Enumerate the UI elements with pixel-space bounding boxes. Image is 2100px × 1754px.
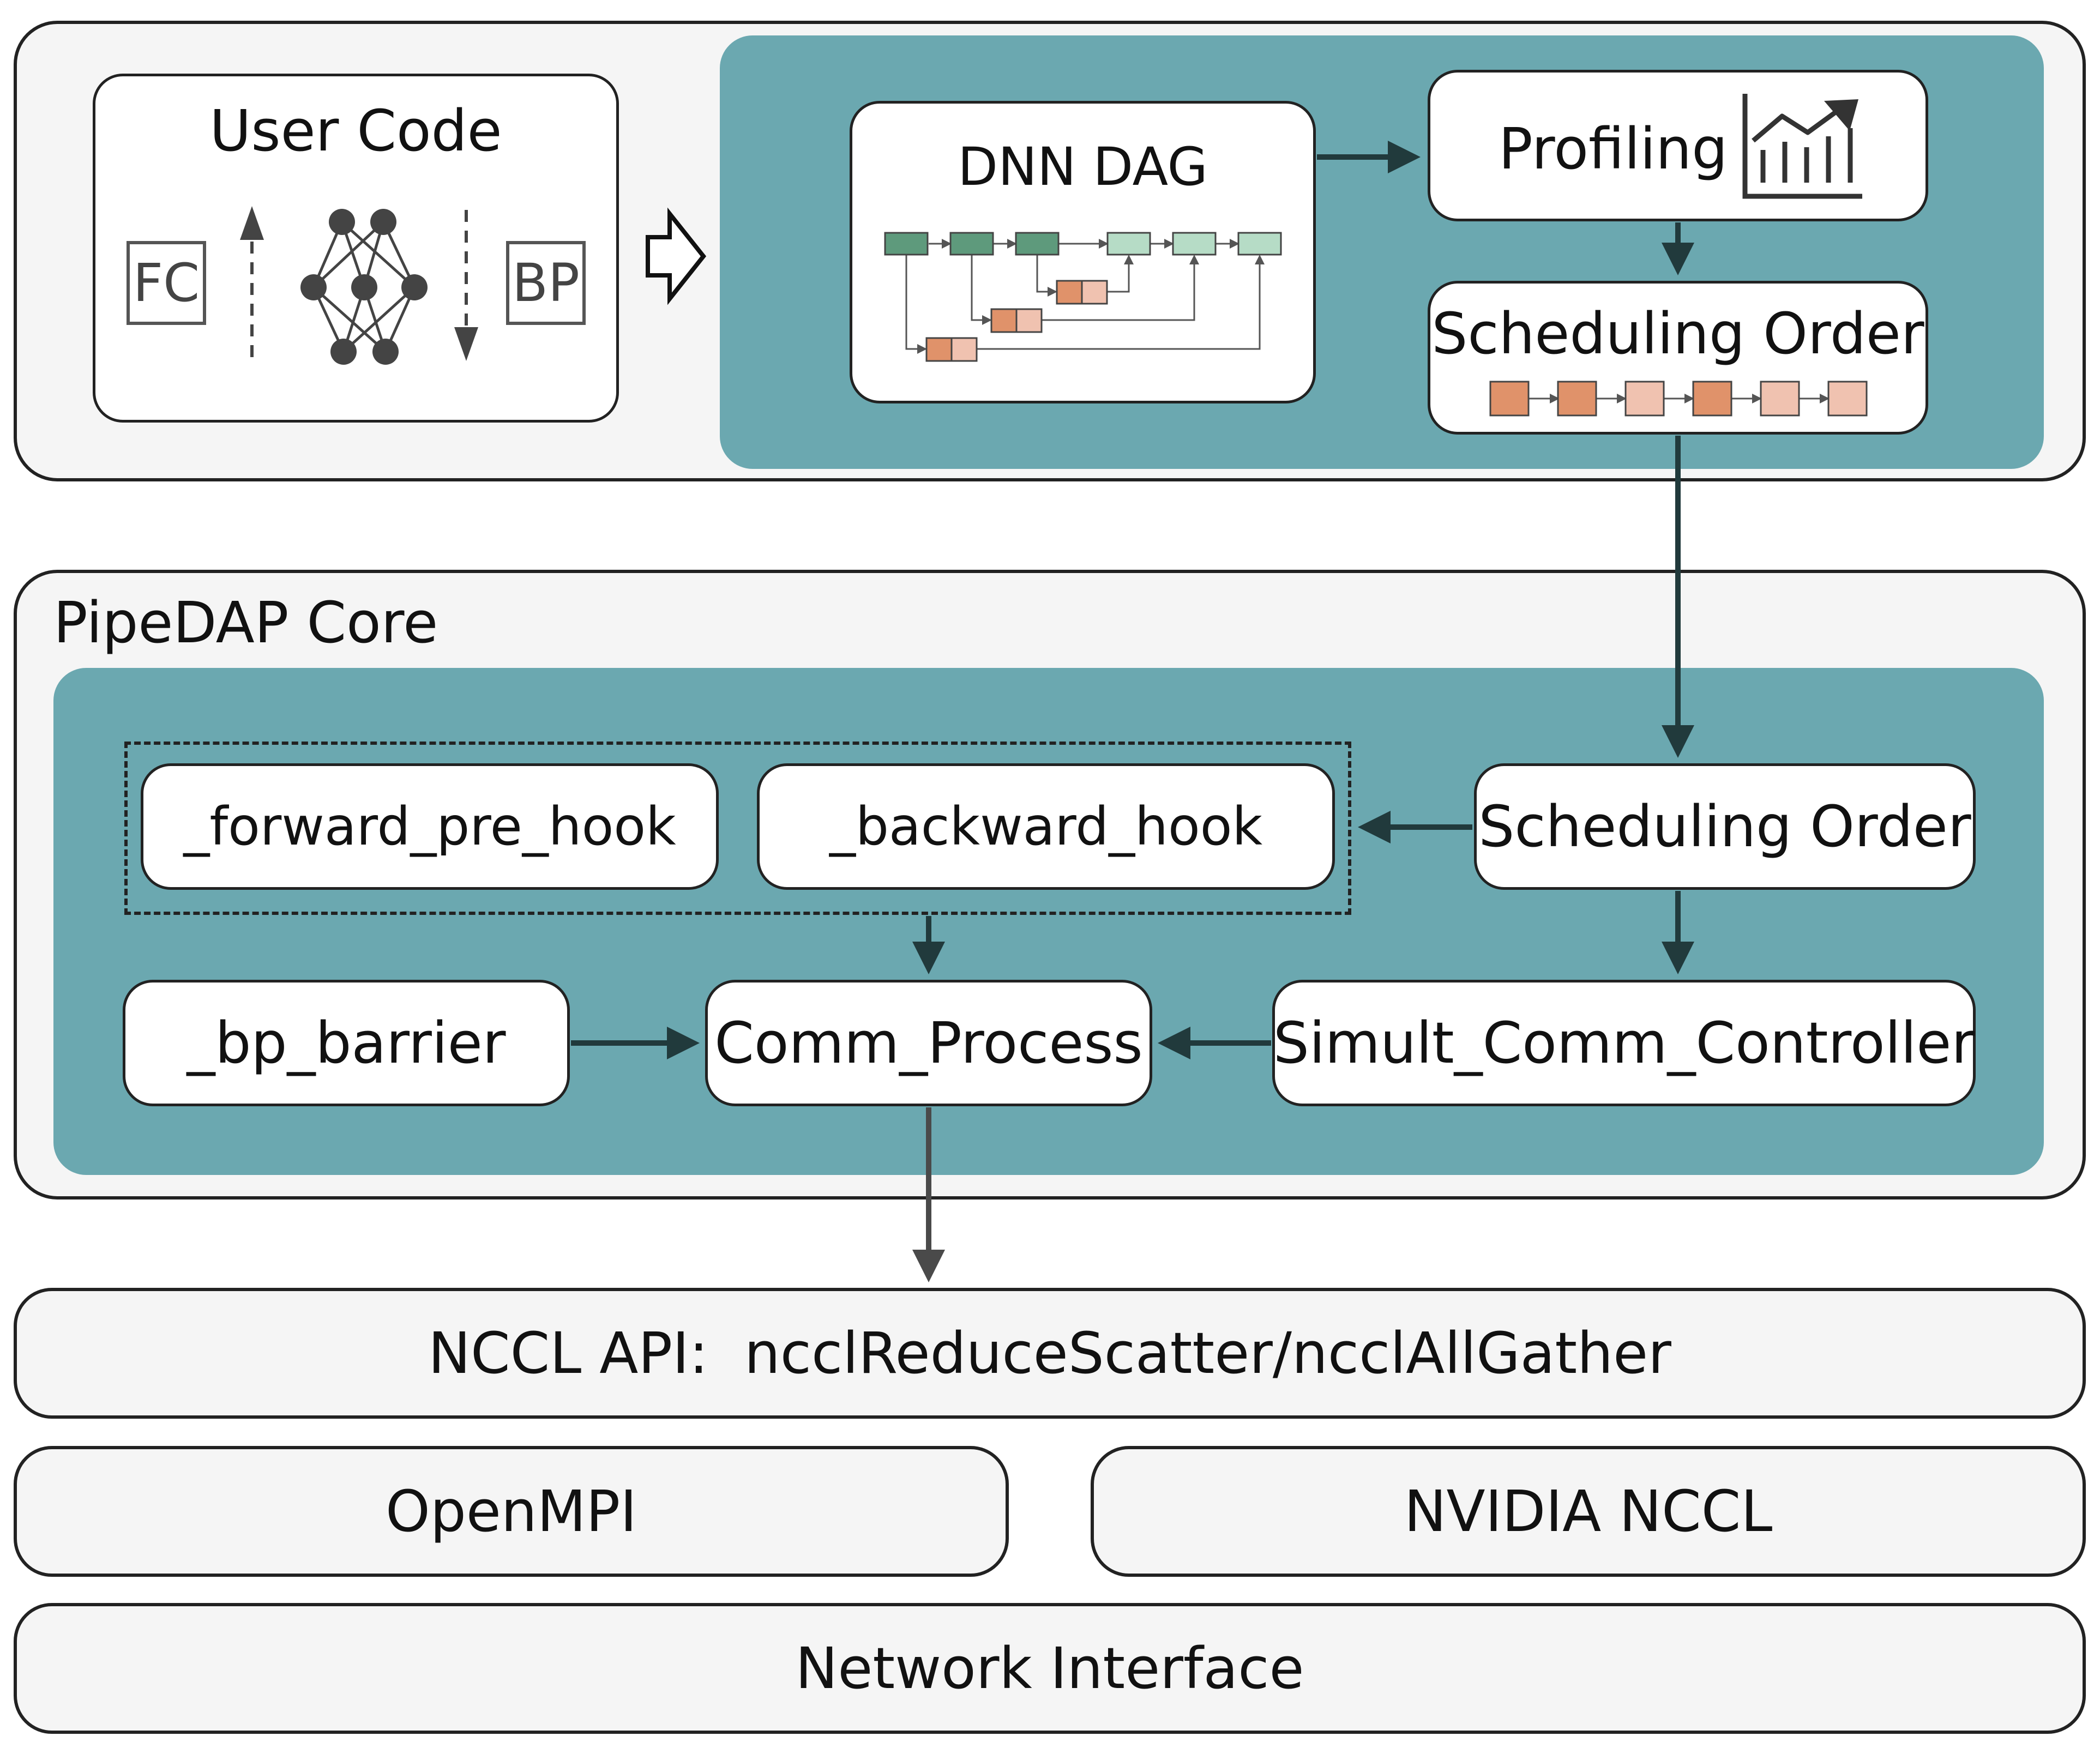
scheduling-sequence <box>1489 381 1868 417</box>
dag-node <box>949 232 994 256</box>
hooks-group <box>124 742 1351 915</box>
network-interface-label: Network Interface <box>795 1635 1304 1702</box>
dag-node <box>990 308 1018 333</box>
dag-node <box>1106 232 1151 256</box>
openmpi-label: OpenMPI <box>386 1478 637 1545</box>
dag-node <box>925 337 953 362</box>
bp-barrier-box: _bp_barrier <box>123 980 570 1106</box>
dag-node <box>1056 280 1083 305</box>
dag-graph <box>884 232 1282 362</box>
profiling-title: Profiling <box>1499 116 1728 182</box>
nccl-api-label: NCCL API: ncclReduceScatter/ncclAllGathe… <box>428 1320 1671 1387</box>
top-scheduling-order-title: Scheduling Order <box>1431 300 1924 367</box>
sequence-item <box>1760 381 1800 417</box>
openmpi-layer: OpenMPI <box>14 1446 1009 1577</box>
backward-hook-box: _backward_hook <box>757 763 1335 890</box>
core-title: PipeDAP Core <box>53 589 438 656</box>
bp-barrier-label: _bp_barrier <box>186 1010 506 1076</box>
comm-process-label: Comm_Process <box>714 1010 1143 1076</box>
sequence-item <box>1557 381 1597 417</box>
nccl-api-layer: NCCL API: ncclReduceScatter/ncclAllGathe… <box>14 1288 2086 1419</box>
dag-node <box>950 337 978 362</box>
forward-dashed-arrow <box>240 206 264 357</box>
dag-node <box>884 232 929 256</box>
user-code-title: User Code <box>209 98 502 164</box>
dag-node <box>1015 232 1060 256</box>
core-scheduling-order-box: Scheduling Order <box>1474 763 1976 890</box>
nvidia-nccl-layer: NVIDIA NCCL <box>1091 1446 2086 1577</box>
forward-pre-hook-box: _forward_pre_hook <box>141 763 719 890</box>
sequence-item <box>1692 381 1732 417</box>
forward-pre-hook-label: _forward_pre_hook <box>183 796 676 857</box>
fc-label: FC <box>133 252 200 314</box>
simult-comm-controller-label: Simult_Comm_Controller <box>1273 1010 1975 1076</box>
network-interface-layer: Network Interface <box>14 1603 2086 1734</box>
backward-dashed-arrow <box>454 210 478 361</box>
bar-chart-trend-icon <box>1742 94 1862 199</box>
core-scheduling-order-label: Scheduling Order <box>1478 793 1971 860</box>
nvidia-nccl-label: NVIDIA NCCL <box>1404 1478 1773 1545</box>
sequence-item <box>1489 381 1530 417</box>
neural-network-icon <box>300 209 428 365</box>
dag-node <box>1237 232 1282 256</box>
fc-box: FC <box>127 241 206 325</box>
sequence-item <box>1624 381 1665 417</box>
simult-comm-controller-box: Simult_Comm_Controller <box>1272 980 1976 1106</box>
flow-arrows <box>571 141 1694 1059</box>
dag-node <box>1172 232 1217 256</box>
bp-label: BP <box>512 252 580 314</box>
hollow-right-arrow-icon <box>646 207 707 305</box>
sequence-item <box>1827 381 1868 417</box>
backward-hook-label: _backward_hook <box>829 796 1263 857</box>
comm-process-box: Comm_Process <box>705 980 1152 1106</box>
dag-node <box>1015 308 1043 333</box>
dnn-dag-title: DNN DAG <box>958 136 1208 197</box>
bp-box: BP <box>506 241 586 325</box>
dag-node <box>1081 280 1108 305</box>
